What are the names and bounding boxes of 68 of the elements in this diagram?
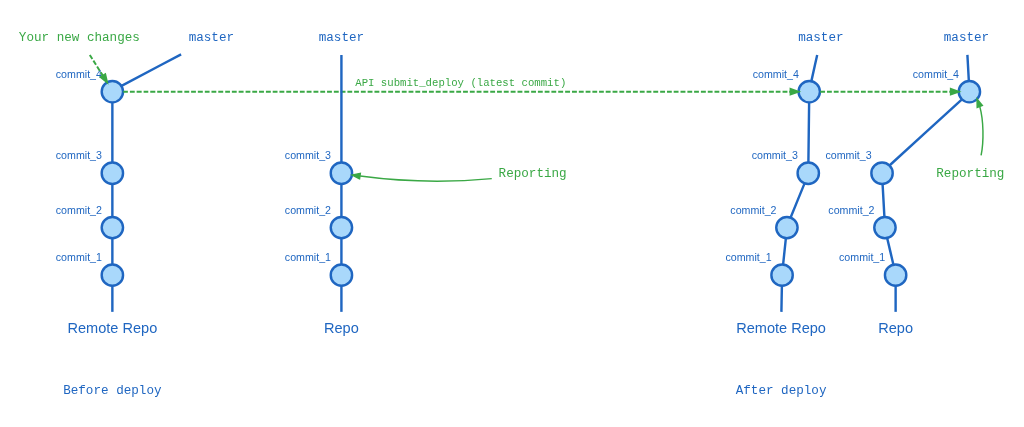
connector xyxy=(111,101,114,162)
connector xyxy=(780,285,784,312)
connector xyxy=(340,183,343,217)
node-label: commit_1 xyxy=(284,250,332,263)
connector xyxy=(111,285,114,312)
node-label: commit_1 xyxy=(725,250,772,263)
node-text: master xyxy=(318,30,365,45)
connector xyxy=(886,237,895,265)
node-text: Repo xyxy=(878,319,914,336)
node-label: commit_3 xyxy=(751,148,798,161)
edge-label: API submit_deploy (latest commit) xyxy=(355,76,567,89)
connector xyxy=(881,183,886,217)
node-circle xyxy=(100,262,125,287)
node-label: commit_4 xyxy=(752,67,799,80)
connector xyxy=(120,52,182,87)
node-circle xyxy=(957,79,982,104)
node-text: Repo xyxy=(324,319,359,336)
node-circle xyxy=(797,79,822,104)
connector xyxy=(894,285,897,312)
node-circle xyxy=(770,262,794,287)
connector xyxy=(111,183,114,217)
node-circle xyxy=(775,215,799,239)
node-circle xyxy=(100,160,125,185)
connector xyxy=(781,237,788,265)
connector xyxy=(966,54,971,81)
node-label: commit_2 xyxy=(55,203,102,216)
node-label: commit_2 xyxy=(730,203,777,216)
label: After deploy xyxy=(735,383,827,398)
node-label: commit_4 xyxy=(55,67,102,80)
node-circle xyxy=(100,215,125,239)
node-circle xyxy=(883,262,908,287)
arrow xyxy=(350,171,493,182)
node-label: commit_3 xyxy=(825,148,872,161)
node-label: commit_1 xyxy=(55,250,102,263)
node-circle xyxy=(100,79,125,104)
node-text: Remote Repo xyxy=(736,319,826,336)
connector xyxy=(340,54,343,162)
node-text: master xyxy=(798,30,844,45)
node-label: commit_3 xyxy=(284,148,332,161)
connector xyxy=(807,101,811,162)
connector xyxy=(340,238,343,264)
node-circle xyxy=(870,160,894,185)
node-label: commit_1 xyxy=(839,250,886,263)
node-circle xyxy=(873,215,897,239)
node-label: commit_2 xyxy=(284,203,332,216)
node-text: Reporting xyxy=(498,166,567,181)
connector xyxy=(111,238,114,264)
node-text: master xyxy=(943,30,990,45)
node-circle xyxy=(329,215,354,239)
arrow xyxy=(819,87,962,96)
connector xyxy=(340,285,343,312)
node-circle xyxy=(329,262,354,287)
node-circle xyxy=(796,160,821,185)
node-circle xyxy=(329,160,354,185)
node-label: commit_3 xyxy=(55,148,102,161)
label: Before deploy xyxy=(63,383,162,398)
node-text: Your new changes xyxy=(18,30,140,45)
connector xyxy=(789,182,806,218)
connector xyxy=(810,54,819,81)
arrow xyxy=(122,87,802,96)
node-label: commit_4 xyxy=(912,67,960,80)
node-text: master xyxy=(188,30,235,45)
node-text: Reporting xyxy=(936,166,1005,181)
connector xyxy=(888,98,963,166)
node-text: Remote Repo xyxy=(67,319,158,336)
node-label: commit_2 xyxy=(828,203,875,216)
arrow xyxy=(976,96,984,156)
arrow xyxy=(88,53,109,85)
